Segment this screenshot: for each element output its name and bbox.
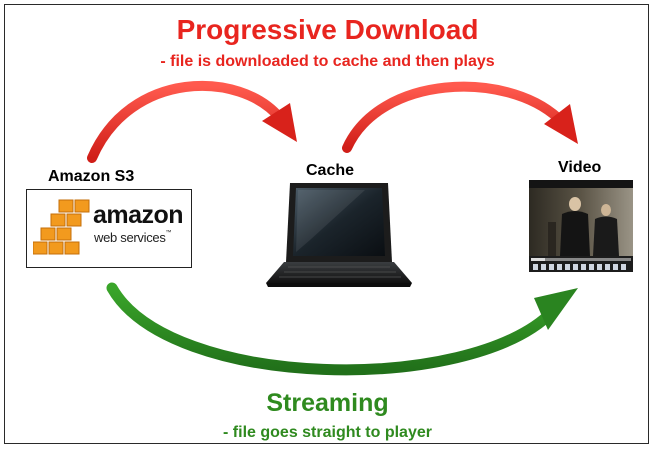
progressive-title: Progressive Download — [176, 14, 479, 45]
streaming-title: Streaming — [266, 389, 389, 417]
progressive-arrowhead-1 — [262, 103, 297, 142]
aws-logo: amazon web services™ — [26, 189, 192, 268]
progressive-arrow-1 — [87, 80, 285, 163]
aws-logo-word: amazon — [93, 201, 184, 229]
source-label: Amazon S3 — [48, 168, 135, 185]
streaming-subtitle: - file goes straight to player — [223, 424, 432, 441]
progressive-subtitle: - file is downloaded to cache and then p… — [160, 53, 495, 70]
amazon-cubes-icon — [33, 199, 90, 255]
streaming-arrow — [106, 282, 558, 376]
streaming-arrowhead — [534, 288, 578, 330]
cache-label: Cache — [306, 162, 355, 179]
aws-logo-subtitle: web services™ — [94, 230, 172, 245]
video-label: Video — [558, 159, 602, 176]
diagram-frame — [4, 4, 649, 444]
progressive-arrow-2 — [342, 81, 563, 153]
progressive-arrowhead-2 — [544, 104, 578, 144]
